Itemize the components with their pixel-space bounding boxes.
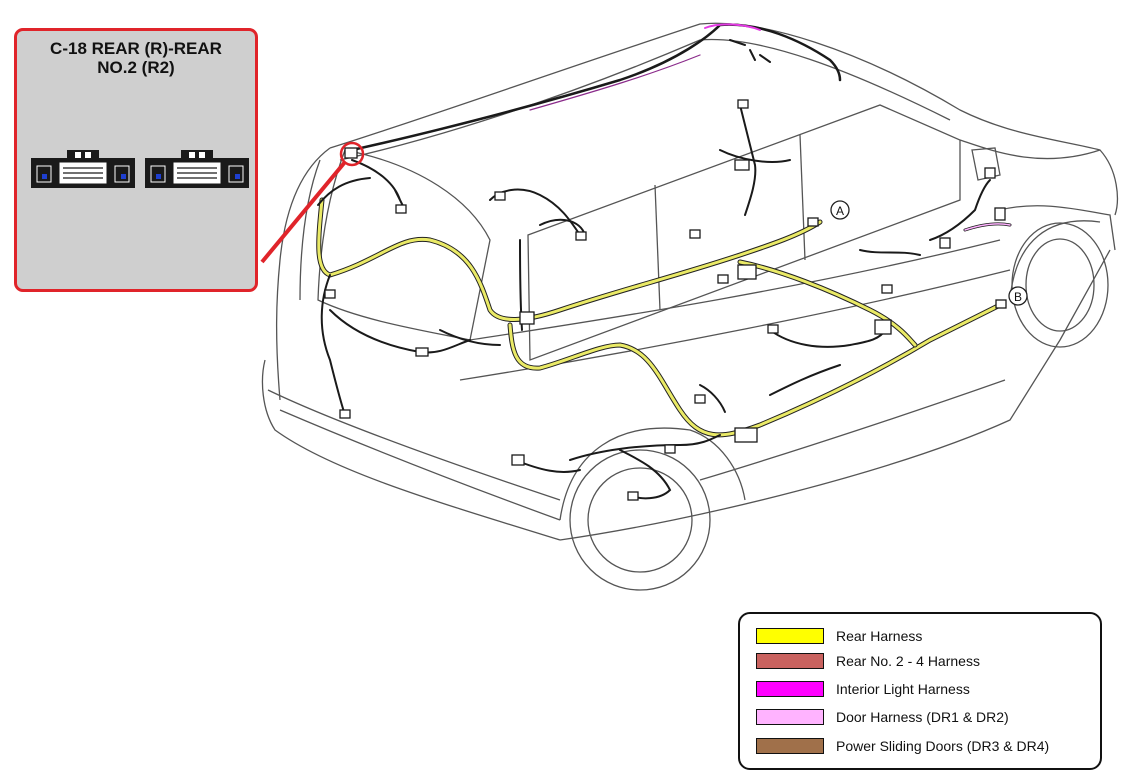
legend-label: Interior Light Harness: [836, 681, 970, 697]
legend-swatch: [756, 681, 824, 697]
legend-swatch: [756, 709, 824, 725]
connector: [737, 264, 757, 280]
legend-swatch: [756, 653, 824, 669]
legend-swatch: [756, 628, 824, 644]
connector: [339, 409, 351, 419]
connector: [627, 491, 639, 501]
legend-label: Power Sliding Doors (DR3 & DR4): [836, 738, 1050, 754]
connector: [717, 274, 729, 284]
connector: [689, 229, 701, 239]
front-wheel: [1009, 220, 1109, 348]
connector: [767, 324, 779, 334]
connector: [415, 347, 429, 357]
connector: [395, 204, 407, 214]
connector: [519, 311, 535, 325]
connector: [874, 319, 892, 335]
connector: [737, 99, 749, 109]
legend-label: Rear No. 2 - 4 Harness: [836, 653, 980, 669]
rear-harness: [319, 200, 1000, 435]
legend-item-interior-light-harness: Interior Light Harness: [756, 679, 970, 699]
marker-a: A: [830, 200, 850, 220]
legend-label: Door Harness (DR1 & DR2): [836, 709, 1009, 725]
connector: [344, 147, 358, 159]
connector-highlight-circle: [339, 141, 365, 167]
connector: [734, 427, 758, 443]
callout-leader-line: [260, 160, 347, 264]
legend-item-rear-harness: Rear Harness: [756, 626, 922, 646]
connector: [995, 299, 1007, 309]
connector: [511, 454, 525, 466]
connector: [664, 444, 676, 454]
connector: [984, 167, 996, 179]
connector: [324, 289, 336, 299]
rear-wheel: [559, 427, 746, 591]
legend-item-power-sliding-doors: Power Sliding Doors (DR3 & DR4): [756, 736, 1049, 756]
marker-a-label: A: [836, 204, 844, 218]
callout-title: C-18 REAR (R)-REAR NO.2 (R2): [50, 39, 222, 77]
connector: [494, 191, 506, 201]
connector-callout: C-18 REAR (R)-REAR NO.2 (R2): [14, 28, 258, 292]
door-harness: [963, 207, 1012, 232]
connectors: [324, 99, 1007, 501]
connector-illustration-right: [145, 150, 249, 188]
marker-b: B: [1008, 286, 1028, 306]
marker-b-label: B: [1014, 290, 1022, 304]
connector: [881, 284, 893, 294]
legend-item-rear-no2-4-harness: Rear No. 2 - 4 Harness: [756, 651, 980, 671]
connector-pair-illustration: [31, 150, 249, 188]
connector: [939, 237, 951, 249]
harness-branches: [317, 104, 991, 500]
connector-illustration-left: [31, 150, 135, 188]
connector: [734, 159, 750, 171]
connector: [575, 231, 587, 241]
legend-item-door-harness: Door Harness (DR1 & DR2): [756, 707, 1009, 727]
harness-legend: Rear Harness Rear No. 2 - 4 Harness Inte…: [738, 612, 1102, 770]
legend-label: Rear Harness: [836, 628, 923, 644]
vehicle-body-outline: [261, 22, 1118, 541]
connector: [694, 394, 706, 404]
connector: [807, 217, 819, 227]
legend-swatch: [756, 738, 824, 754]
interior-light-harness: [350, 23, 842, 152]
